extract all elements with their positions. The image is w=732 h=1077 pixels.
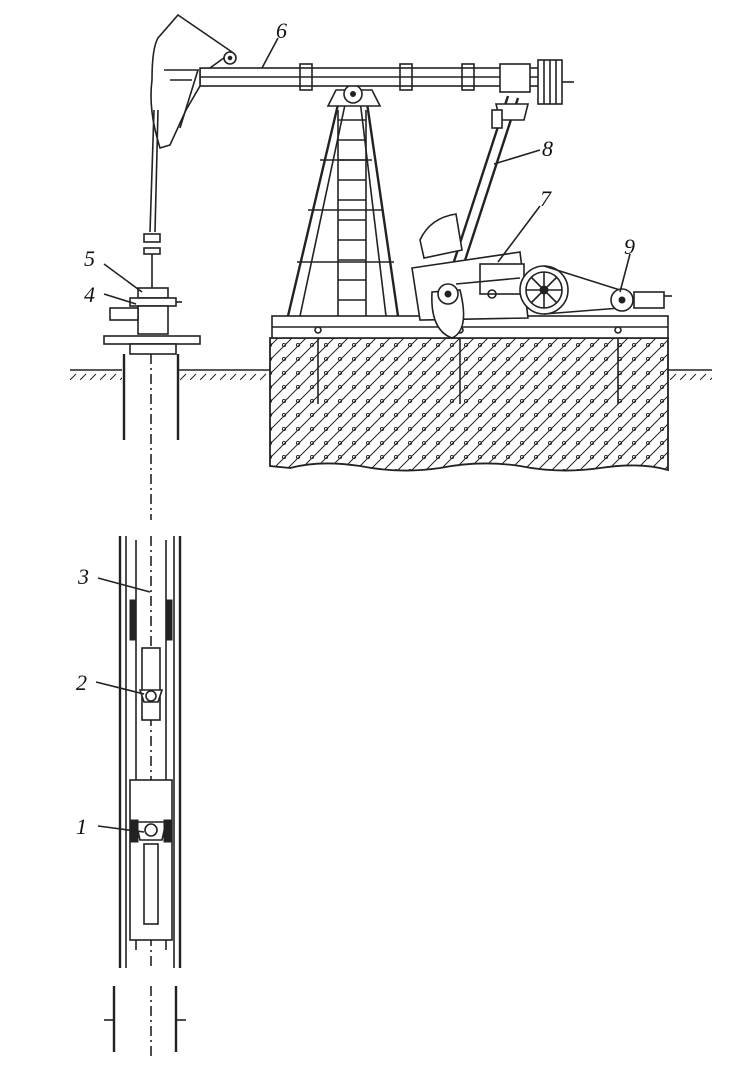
callout-1-label: 1	[76, 814, 87, 839]
callout-6-label: 6	[276, 18, 287, 43]
samson-post-tower	[286, 84, 400, 317]
wellhead	[103, 287, 201, 355]
callout-8-label: 8	[542, 136, 553, 161]
casing-bottom	[104, 986, 186, 1060]
callout-labels: 1 2 3 4 5 6 7 8 9	[76, 18, 635, 839]
flywheel-sheave	[519, 265, 569, 315]
well-casing-top	[122, 354, 180, 520]
callout-7-label: 7	[540, 186, 552, 211]
pump-barrel-suction-valve	[129, 779, 173, 941]
callout-5-label: 5	[84, 246, 95, 271]
pitman-rod	[444, 95, 530, 289]
horsehead	[150, 13, 237, 149]
bridle-cable	[143, 109, 161, 288]
callout-9-label: 9	[624, 234, 635, 259]
concrete-foundation	[269, 337, 669, 472]
plunger-discharge-valve	[138, 647, 164, 721]
walking-beam	[199, 59, 574, 105]
callout-3-label: 3	[77, 564, 89, 589]
callout-leaders	[95, 37, 631, 833]
callout-4-label: 4	[84, 282, 95, 307]
belt-drive-motor	[543, 265, 672, 315]
callout-2-label: 2	[76, 670, 87, 695]
crank-gear-reducer	[411, 213, 529, 339]
ground-surface	[70, 369, 712, 383]
